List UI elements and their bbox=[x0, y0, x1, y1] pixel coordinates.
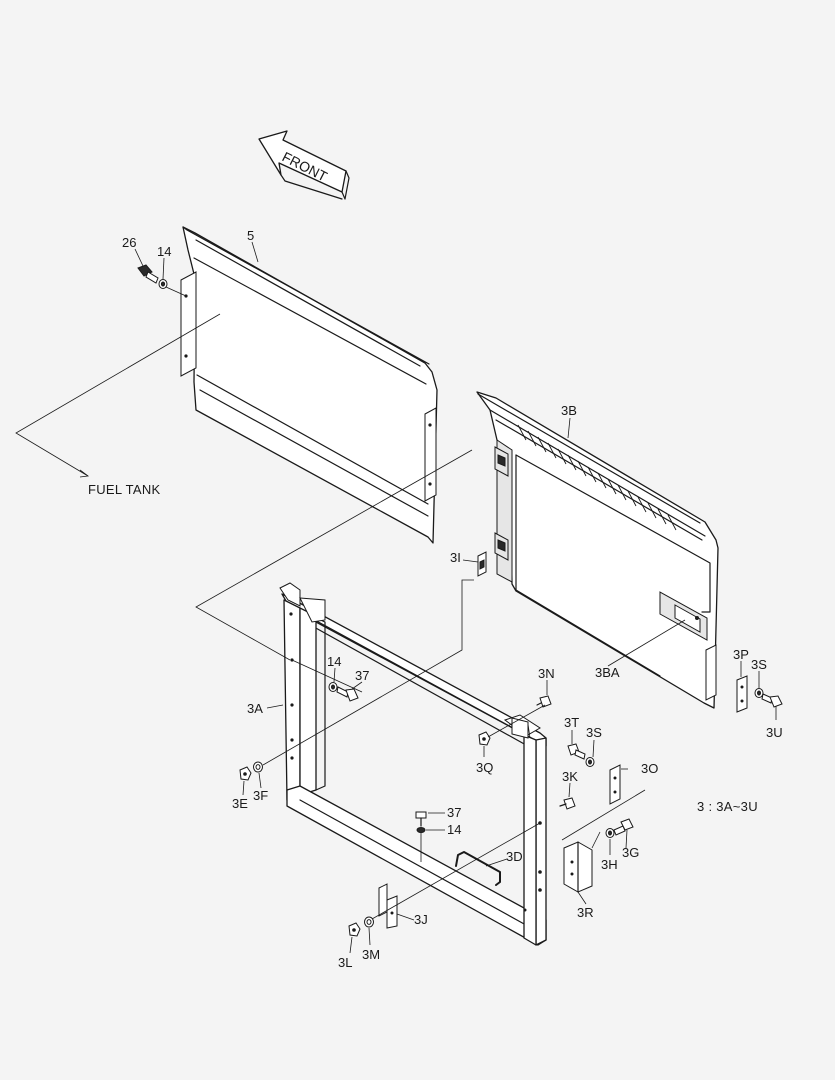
callout-3G: 3G bbox=[622, 845, 639, 860]
bolt-37-frame bbox=[336, 686, 359, 702]
callout-5: 5 bbox=[247, 228, 254, 243]
callout-3Q: 3Q bbox=[476, 760, 493, 775]
plate-3P bbox=[736, 675, 748, 713]
callout-14-frame: 14 bbox=[327, 654, 341, 669]
callout-3N: 3N bbox=[538, 666, 555, 681]
callout-3I: 3I bbox=[450, 550, 461, 565]
callout-3J: 3J bbox=[414, 912, 428, 927]
bolt-3U bbox=[761, 693, 783, 708]
callout-3T: 3T bbox=[564, 715, 579, 730]
callout-3H: 3H bbox=[601, 857, 618, 872]
callout-3BA: 3BA bbox=[595, 665, 620, 680]
assembly-leaders bbox=[195, 449, 646, 920]
callout-14-center: 14 bbox=[447, 822, 461, 837]
cover-panel-3B bbox=[476, 391, 719, 709]
callout-3B: 3B bbox=[561, 403, 577, 418]
callout-3D: 3D bbox=[506, 849, 523, 864]
frame-3A bbox=[279, 582, 547, 946]
callout-3P: 3P bbox=[733, 647, 749, 662]
callout-3K: 3K bbox=[562, 769, 578, 784]
side-panel-5 bbox=[180, 226, 438, 544]
bolt-3G bbox=[613, 818, 634, 836]
callout-14: 14 bbox=[157, 244, 171, 259]
assembly-note: 3 : 3A~3U bbox=[697, 799, 758, 814]
bolt-37-center bbox=[415, 811, 427, 827]
callout-3L: 3L bbox=[338, 955, 352, 970]
screw-3N bbox=[536, 695, 552, 708]
callout-3U: 3U bbox=[766, 725, 783, 740]
fuel-tank-leader bbox=[15, 286, 221, 478]
callout-3F: 3F bbox=[253, 788, 268, 803]
bracket-3J bbox=[378, 883, 398, 929]
bolt-26 bbox=[137, 264, 159, 284]
callout-3A: 3A bbox=[247, 701, 263, 716]
callout-leaders bbox=[134, 241, 777, 954]
bolt-3K bbox=[559, 797, 576, 810]
callout-3E: 3E bbox=[232, 796, 248, 811]
callout-3S-right: 3S bbox=[751, 657, 767, 672]
bracket-3O bbox=[609, 764, 621, 805]
callout-3M: 3M bbox=[362, 947, 380, 962]
callout-26: 26 bbox=[122, 235, 136, 250]
washer-14-center bbox=[416, 827, 426, 833]
bracket-3R bbox=[563, 841, 593, 893]
callout-37-center: 37 bbox=[447, 805, 461, 820]
bolt-3T bbox=[567, 743, 586, 760]
fuel-tank-label: FUEL TANK bbox=[88, 482, 161, 497]
callout-3O: 3O bbox=[641, 761, 658, 776]
handle-3D bbox=[455, 851, 501, 886]
front-arrow: FRONT bbox=[258, 130, 350, 200]
callout-3S: 3S bbox=[586, 725, 602, 740]
callout-37-frame: 37 bbox=[355, 668, 369, 683]
callout-3R: 3R bbox=[577, 905, 594, 920]
